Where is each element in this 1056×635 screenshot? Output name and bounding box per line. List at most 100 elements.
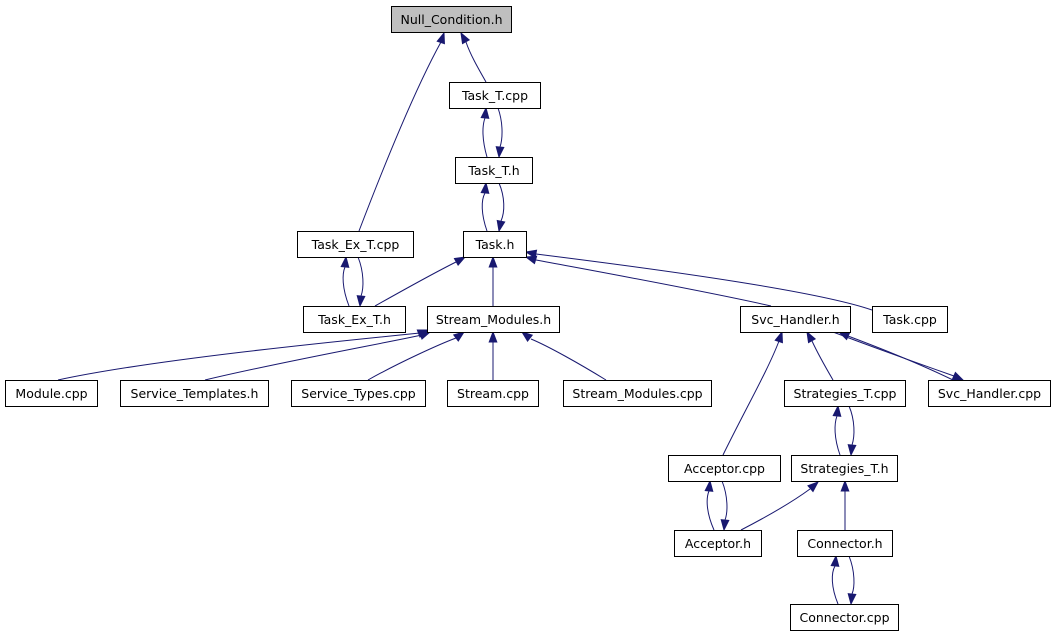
node-label: Task_T.cpp [461, 88, 528, 103]
edge-acceptor_cpp-to-svc_handler_h [722, 330, 783, 456]
node-stream-cpp[interactable]: Stream.cpp [447, 380, 539, 407]
edge-stream_modules_h-to-task_h [488, 255, 498, 306]
node-box[interactable] [120, 380, 269, 407]
node-box[interactable] [668, 455, 781, 482]
edge-strategies_t_h-to-strategies_t_cpp [832, 404, 842, 456]
node-task-ex-t-cpp[interactable]: Task_Ex_T.cpp [297, 231, 414, 258]
node-box[interactable] [674, 530, 762, 557]
edge-task_ex_t_h-to-task_ex_t_cpp [340, 255, 350, 307]
node-box[interactable] [447, 380, 539, 407]
node-label: Service_Templates.h [131, 386, 259, 401]
node-strategies-t-cpp[interactable]: Strategies_T.cpp [784, 380, 906, 407]
node-box[interactable] [740, 306, 851, 333]
arrowhead [847, 444, 857, 457]
node-box[interactable] [928, 380, 1051, 407]
node-box[interactable] [5, 380, 98, 407]
arrowhead [524, 255, 538, 265]
edge-line [497, 107, 503, 148]
node-box[interactable] [463, 231, 527, 258]
arrowhead [524, 249, 538, 259]
node-box[interactable] [791, 455, 898, 482]
node-label: Module.cpp [15, 386, 87, 401]
edge-task_ex_t_cpp-to-null_condition_h [358, 31, 445, 232]
node-box[interactable] [303, 306, 406, 333]
node-task-t-cpp[interactable]: Task_T.cpp [449, 82, 541, 109]
edge-acceptor_cpp-to-acceptor_h [720, 480, 730, 532]
edge-line [834, 415, 841, 456]
edge-connector_h-to-connector_cpp [847, 555, 857, 606]
node-stream-modules-h[interactable]: Stream_Modules.h [427, 306, 560, 333]
node-strategies-t-h[interactable]: Strategies_T.h [791, 455, 898, 482]
arrowhead [774, 330, 783, 344]
edge-line [722, 340, 780, 456]
node-box[interactable] [563, 380, 712, 407]
node-task-cpp[interactable]: Task.cpp [872, 306, 948, 333]
node-box[interactable] [455, 157, 533, 184]
edge-acceptor_h-to-acceptor_cpp [704, 479, 715, 531]
node-label: Task_Ex_T.cpp [311, 237, 400, 252]
node-task-h[interactable]: Task.h [463, 231, 527, 258]
node-box[interactable] [427, 306, 560, 333]
node-task-t-h[interactable]: Task_T.h [455, 157, 533, 184]
edge-line [481, 192, 488, 232]
node-service-types-cpp[interactable]: Service_Types.cpp [291, 380, 426, 407]
arrowhead [480, 181, 490, 194]
arrowhead [806, 330, 817, 344]
node-label: Connector.cpp [799, 610, 889, 625]
node-label: Svc_Handler.h [751, 312, 839, 327]
node-acceptor-h[interactable]: Acceptor.h [674, 530, 762, 557]
edges-layer [57, 31, 965, 606]
edge-line [721, 480, 728, 521]
node-acceptor-cpp[interactable]: Acceptor.cpp [668, 455, 781, 482]
edge-task_t_h-to-task_h [496, 182, 506, 233]
arrowhead [951, 371, 965, 381]
edge-task_h-to-task_t_h [480, 181, 490, 232]
nodes-layer: Null_Condition.hTask_T.cppTask_T.hTask_E… [5, 6, 1051, 631]
edge-line [530, 338, 607, 381]
node-label: Stream.cpp [457, 386, 529, 401]
edge-service_templates_h-to-stream_modules_h [204, 331, 432, 381]
node-label: Task.cpp [882, 312, 937, 327]
arrowhead [340, 255, 350, 268]
arrowhead [495, 146, 505, 159]
edge-task_cpp-to-task_h [524, 249, 873, 311]
node-connector-cpp[interactable]: Connector.cpp [790, 604, 899, 631]
node-box[interactable] [872, 306, 948, 333]
node-connector-h[interactable]: Connector.h [797, 530, 893, 557]
node-box[interactable] [784, 380, 906, 407]
edge-stream_modules_cpp-to-stream_modules_h [520, 331, 607, 381]
arrowhead [488, 330, 498, 343]
node-box[interactable] [391, 6, 512, 33]
arrowhead [496, 219, 506, 233]
arrowhead [453, 256, 467, 267]
node-box[interactable] [291, 380, 426, 407]
edge-line [367, 337, 457, 381]
edge-line [57, 332, 421, 381]
node-svc-handler-h[interactable]: Svc_Handler.h [740, 306, 851, 333]
arrowhead [807, 481, 820, 493]
node-stream-modules-cpp[interactable]: Stream_Modules.cpp [563, 380, 712, 407]
node-svc-handler-cpp[interactable]: Svc_Handler.cpp [928, 380, 1051, 407]
node-box[interactable] [790, 604, 899, 631]
edge-service_types_cpp-to-stream_modules_h [367, 331, 466, 381]
node-box[interactable] [297, 231, 414, 258]
edge-svc_handler_h-to-task_h [524, 255, 772, 307]
edge-task_t_h-to-task_t_cpp [480, 106, 490, 158]
edge-acceptor_h-to-strategies_t_h [740, 481, 820, 531]
edge-line [358, 41, 442, 232]
node-box[interactable] [449, 82, 541, 109]
edge-line [204, 334, 423, 381]
node-service-templates-h[interactable]: Service_Templates.h [120, 380, 269, 407]
arrowhead [520, 331, 534, 343]
arrowhead [847, 593, 857, 606]
edge-strategies_t_cpp-to-svc_handler_h [806, 330, 834, 381]
arrowhead [830, 554, 840, 567]
node-module-cpp[interactable]: Module.cpp [5, 380, 98, 407]
node-null-condition-h[interactable]: Null_Condition.h [391, 6, 512, 33]
node-label: Acceptor.cpp [684, 461, 765, 476]
node-box[interactable] [797, 530, 893, 557]
node-task-ex-t-h[interactable]: Task_Ex_T.h [303, 306, 406, 333]
arrowhead [460, 31, 471, 45]
arrowhead [436, 31, 445, 45]
